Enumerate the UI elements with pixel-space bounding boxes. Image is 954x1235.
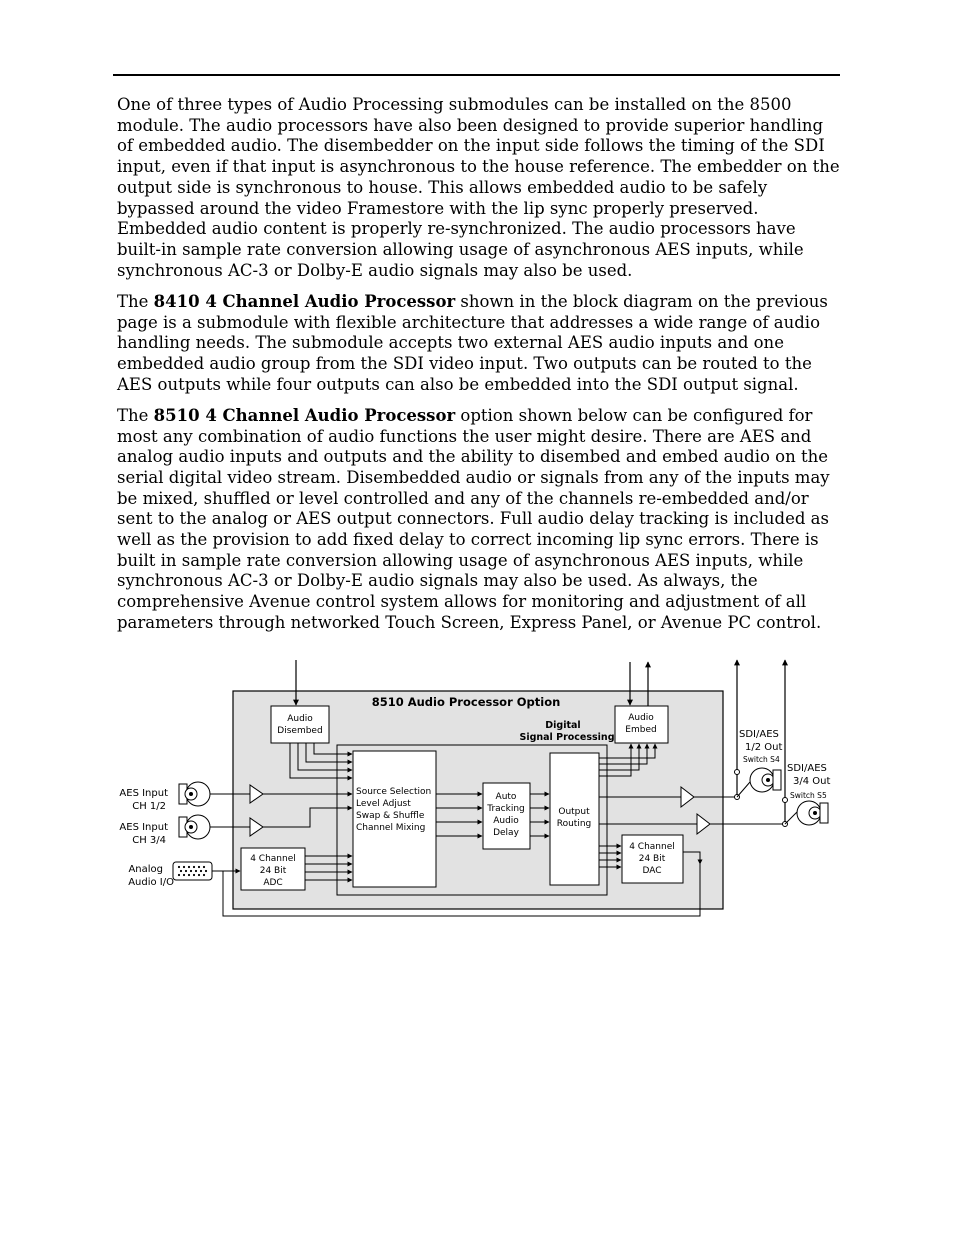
header-rule <box>113 74 840 76</box>
switch-s5-contact <box>782 797 788 803</box>
routing-to-dac-arrows <box>599 843 622 870</box>
output-routing-line2: Routing <box>557 819 592 829</box>
source-selection-line1: Source Selection <box>356 787 431 797</box>
switch-s4-label: Switch S4 <box>743 755 780 764</box>
embed-label-1: Audio <box>628 713 654 723</box>
auto-tracking-line4: Delay <box>493 828 519 838</box>
auto-tracking-line2: Tracking <box>486 804 524 814</box>
source-selection-line3: Swap & Shuffle <box>356 811 425 821</box>
block-diagram: 8510 Audio Processor Option Digital Sign… <box>113 655 843 920</box>
routing-to-aes-out <box>599 785 785 836</box>
switch-s4-contact <box>734 769 740 775</box>
disembed-to-source-lines <box>289 743 353 781</box>
output-routing-line1: Output <box>558 807 590 817</box>
paragraph-1: One of three types of Audio Processing s… <box>117 95 840 280</box>
adc-block <box>240 847 306 891</box>
aes-input-12-line2: CH 1/2 <box>132 801 166 812</box>
aes-input-34-line1: AES Input <box>119 822 168 833</box>
paragraph-2: The 8410 4 Channel Audio Processor shown… <box>117 291 828 394</box>
block-diagram-svg: 8510 Audio Processor Option Digital Sign… <box>119 659 830 917</box>
audio-embed-block <box>614 705 669 744</box>
aes-in-12-buffer <box>249 784 264 804</box>
source-selection-block <box>352 750 437 888</box>
dac-line3: DAC <box>642 866 661 876</box>
dsp-label-line1: Digital <box>545 720 580 731</box>
sdi-aes-34-line2: 3/4 Out <box>793 776 830 787</box>
disembed-label-2: Disembed <box>277 726 322 736</box>
aes-input-12-connector <box>178 781 211 807</box>
adc-line3: ADC <box>263 878 282 888</box>
dac-line1: 4 Channel <box>629 842 675 852</box>
aes-input-34-connector <box>178 814 211 840</box>
disembed-label-1: Audio <box>287 714 313 724</box>
routing-to-embed-lines <box>599 743 658 777</box>
auto-tracking-block <box>482 782 531 850</box>
source-selection-line4: Channel Mixing <box>356 823 425 833</box>
aes-input-12-line1: AES Input <box>119 788 168 799</box>
output-routing-block <box>549 752 600 886</box>
sdi-aes-34-line1: SDI/AES <box>787 763 827 774</box>
dac-line2: 24 Bit <box>639 854 666 864</box>
paragraph-3: The 8510 4 Channel Audio Processor optio… <box>117 405 830 632</box>
sdi-aes-12-connector <box>749 767 782 793</box>
adc-line1: 4 Channel <box>250 854 296 864</box>
sdi-aes-12-line1: SDI/AES <box>739 729 779 740</box>
aes-input-34-line2: CH 3/4 <box>132 835 166 846</box>
switch-s5-label: Switch S5 <box>790 791 827 800</box>
dac-block <box>621 834 684 884</box>
aes-in-34-buffer <box>249 817 264 837</box>
source-to-delay-arrows <box>436 791 483 839</box>
adc-to-source-arrows <box>305 853 353 883</box>
product-name-8510: 8510 4 Channel Audio Processor <box>153 405 456 425</box>
analog-io-line2: Audio I/O <box>128 877 174 888</box>
sdi-aes-12-line2: 1/2 Out <box>745 742 782 753</box>
dsp-label-line2: Signal Processing <box>519 732 614 743</box>
adc-line2: 24 Bit <box>260 866 287 876</box>
body-text: One of three types of Audio Processing s… <box>117 95 841 644</box>
auto-tracking-line3: Audio <box>493 816 519 826</box>
product-name-8410: 8410 4 Channel Audio Processor <box>153 291 456 311</box>
source-selection-line2: Level Adjust <box>356 799 411 809</box>
embed-label-2: Embed <box>625 725 656 735</box>
delay-to-routing-arrows <box>530 791 550 839</box>
sdi-aes-34-connector <box>796 800 829 826</box>
analog-io-line1: Analog <box>128 864 163 875</box>
auto-tracking-line1: Auto <box>496 792 517 802</box>
analog-io-connector <box>172 861 213 881</box>
module-title: 8510 Audio Processor Option <box>372 695 561 709</box>
audio-disembed-block <box>270 705 330 744</box>
